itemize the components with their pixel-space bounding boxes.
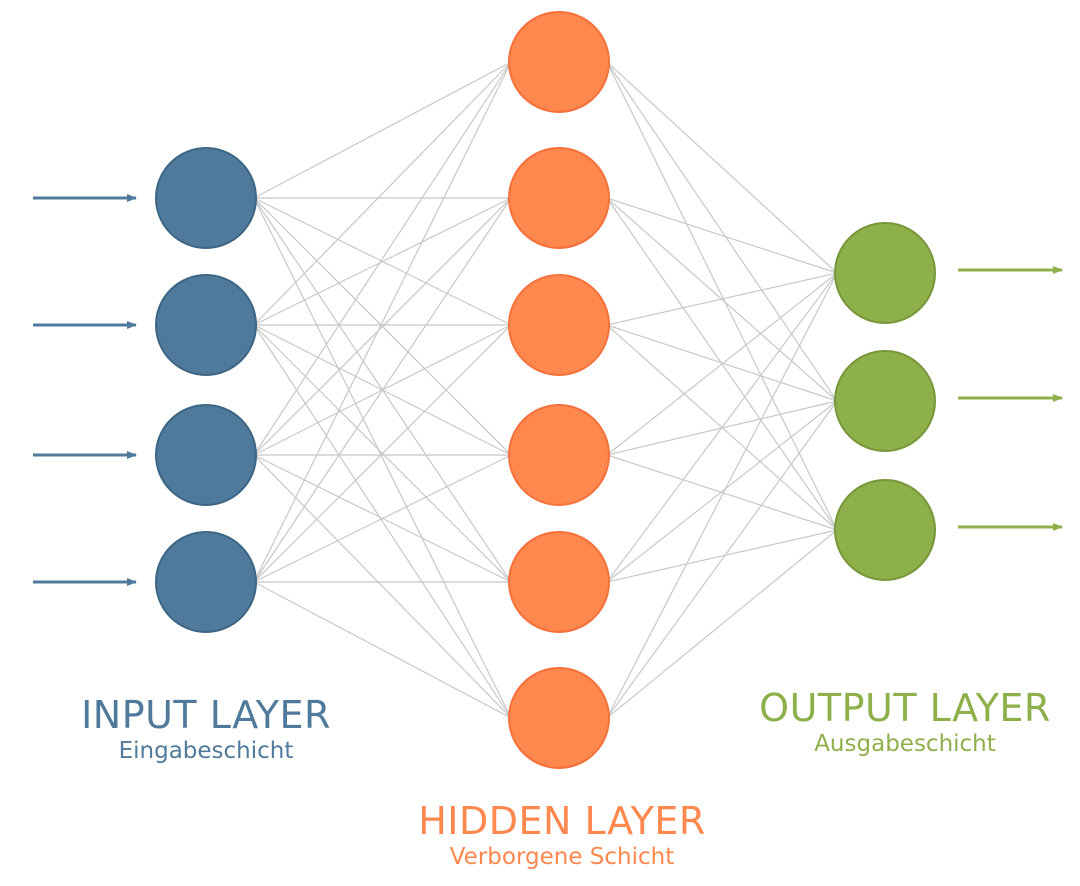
hidden-layer-label: HIDDEN LAYER Verborgene Schicht: [402, 802, 722, 869]
connection-input-4-hidden-4: [253, 454, 512, 583]
io-arrows: [33, 194, 1063, 586]
connection-hidden-5-output-2: [606, 400, 838, 583]
connection-hidden-5-output-1: [606, 272, 838, 583]
input-node-1: [155, 147, 257, 249]
output-layer-label: OUTPUT LAYER Ausgabeschicht: [745, 689, 1065, 756]
input-node-2: [155, 274, 257, 376]
output-node-2: [834, 350, 936, 452]
connection-lines: [253, 61, 838, 719]
input-node-3: [155, 404, 257, 506]
connection-hidden-1-output-2: [606, 61, 838, 402]
hidden-node-4: [508, 404, 610, 506]
connection-hidden-1-output-1: [606, 61, 838, 274]
connection-input-4-hidden-2: [253, 197, 512, 583]
connection-input-3-hidden-6: [253, 454, 512, 719]
output-layer-title: OUTPUT LAYER: [759, 686, 1051, 730]
connection-hidden-3-output-1: [606, 272, 838, 326]
connection-input-2-hidden-2: [253, 197, 512, 326]
connection-hidden-4-output-3: [606, 454, 838, 531]
input-layer-title: INPUT LAYER: [81, 693, 331, 737]
connection-hidden-2-output-1: [606, 197, 838, 274]
input-layer-label: INPUT LAYER Eingabeschicht: [56, 696, 356, 763]
hidden-node-1: [508, 11, 610, 113]
connection-input-4-hidden-3: [253, 324, 512, 583]
connection-hidden-6-output-3: [606, 529, 838, 719]
hidden-node-2: [508, 147, 610, 249]
connection-hidden-6-output-2: [606, 400, 838, 719]
connection-input-2-hidden-6: [253, 324, 512, 719]
hidden-node-3: [508, 274, 610, 376]
connection-input-4-hidden-6: [253, 581, 512, 719]
connection-input-1-hidden-1: [253, 61, 512, 199]
connection-hidden-6-output-1: [606, 272, 838, 719]
output-layer-subtitle: Ausgabeschicht: [814, 731, 996, 757]
input-layer-subtitle: Eingabeschicht: [118, 738, 294, 764]
hidden-node-5: [508, 531, 610, 633]
connection-hidden-1-output-3: [606, 61, 838, 531]
connection-hidden-4-output-1: [606, 272, 838, 456]
connection-input-3-hidden-1: [253, 61, 512, 456]
output-node-3: [834, 479, 936, 581]
input-node-4: [155, 531, 257, 633]
hidden-node-6: [508, 667, 610, 769]
connection-input-4-hidden-1: [253, 61, 512, 583]
hidden-layer-title: HIDDEN LAYER: [418, 799, 706, 843]
connection-input-1-hidden-6: [253, 197, 512, 719]
output-node-1: [834, 222, 936, 324]
connection-hidden-5-output-3: [606, 529, 838, 583]
network-nodes: [155, 11, 936, 769]
connection-input-2-hidden-1: [253, 61, 512, 326]
hidden-layer-subtitle: Verborgene Schicht: [449, 844, 675, 870]
connection-hidden-3-output-2: [606, 324, 838, 402]
connection-input-3-hidden-2: [253, 197, 512, 456]
